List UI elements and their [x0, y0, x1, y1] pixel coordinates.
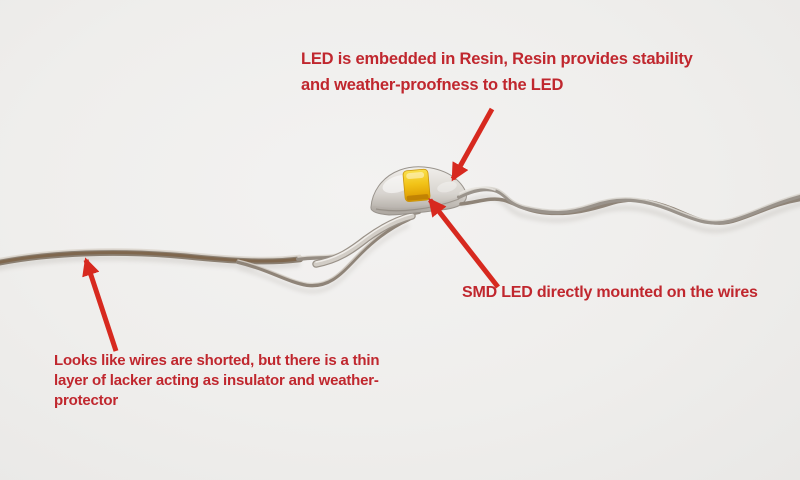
annotation-arrows: [82, 107, 500, 352]
wire-right-twisted-pair: [457, 186, 800, 225]
arrow-to-wires: [82, 257, 119, 352]
arrow-to-led: [428, 197, 500, 289]
lacquer-annotation-line-3: protector: [54, 392, 119, 409]
resin-annotation-line-1: LED is embedded in Resin, Resin provides…: [301, 50, 693, 68]
lacquer-annotation-line-2: layer of lacker acting as insulator and …: [54, 372, 379, 389]
resin-annotation-line-2: and weather-proofness to the LED: [301, 76, 564, 94]
arrow-to-resin: [450, 107, 495, 182]
wire-silver-sweep: [312, 212, 416, 268]
wire-left-bundle: [0, 248, 304, 266]
smd-annotation: SMD LED directly mounted on the wires: [462, 284, 758, 301]
lacquer-annotation-line-1: Looks like wires are shorted, but there …: [54, 352, 380, 369]
smd-led-chip: [402, 168, 431, 203]
lacquer-annotation: Looks like wires are shorted, but there …: [54, 351, 379, 411]
wire-fork-detail: [459, 186, 496, 194]
resin-annotation: LED is embedded in Resin, Resin provides…: [301, 46, 693, 98]
